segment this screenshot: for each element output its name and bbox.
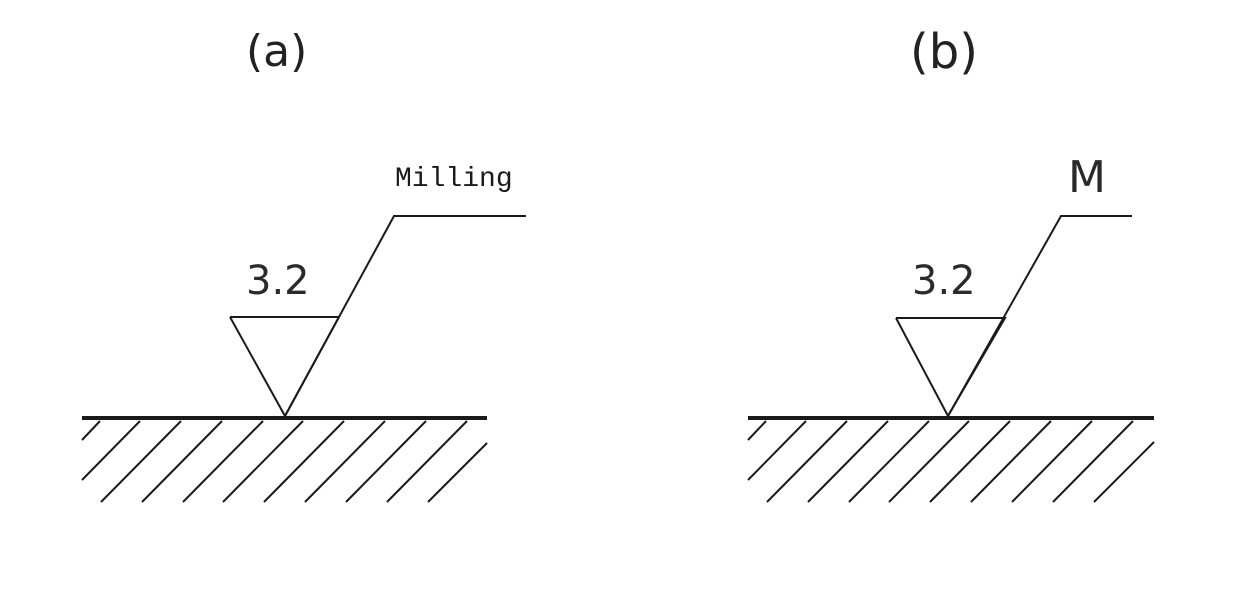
panel-a-label: (a) [246, 26, 308, 77]
panel-a-process-note: Milling [395, 164, 513, 195]
panel-a-roughness-triangle [229, 316, 341, 419]
panel-a-surface-symbol [81, 215, 526, 503]
panel-a-roughness-value: 3.2 [246, 258, 310, 304]
panel-b-roughness-value: 3.2 [912, 258, 976, 304]
panel-b-leader-line [947, 215, 1132, 417]
panel-b-label: (b) [910, 24, 978, 80]
panel-a-leader-line [284, 215, 526, 417]
panel-a-hatching [81, 420, 488, 503]
panel-b-hatching [747, 420, 1155, 503]
panel-b-surface-symbol [747, 215, 1155, 503]
panel-b-roughness-triangle [895, 317, 1007, 419]
panel-b-process-note: M [1068, 152, 1106, 203]
